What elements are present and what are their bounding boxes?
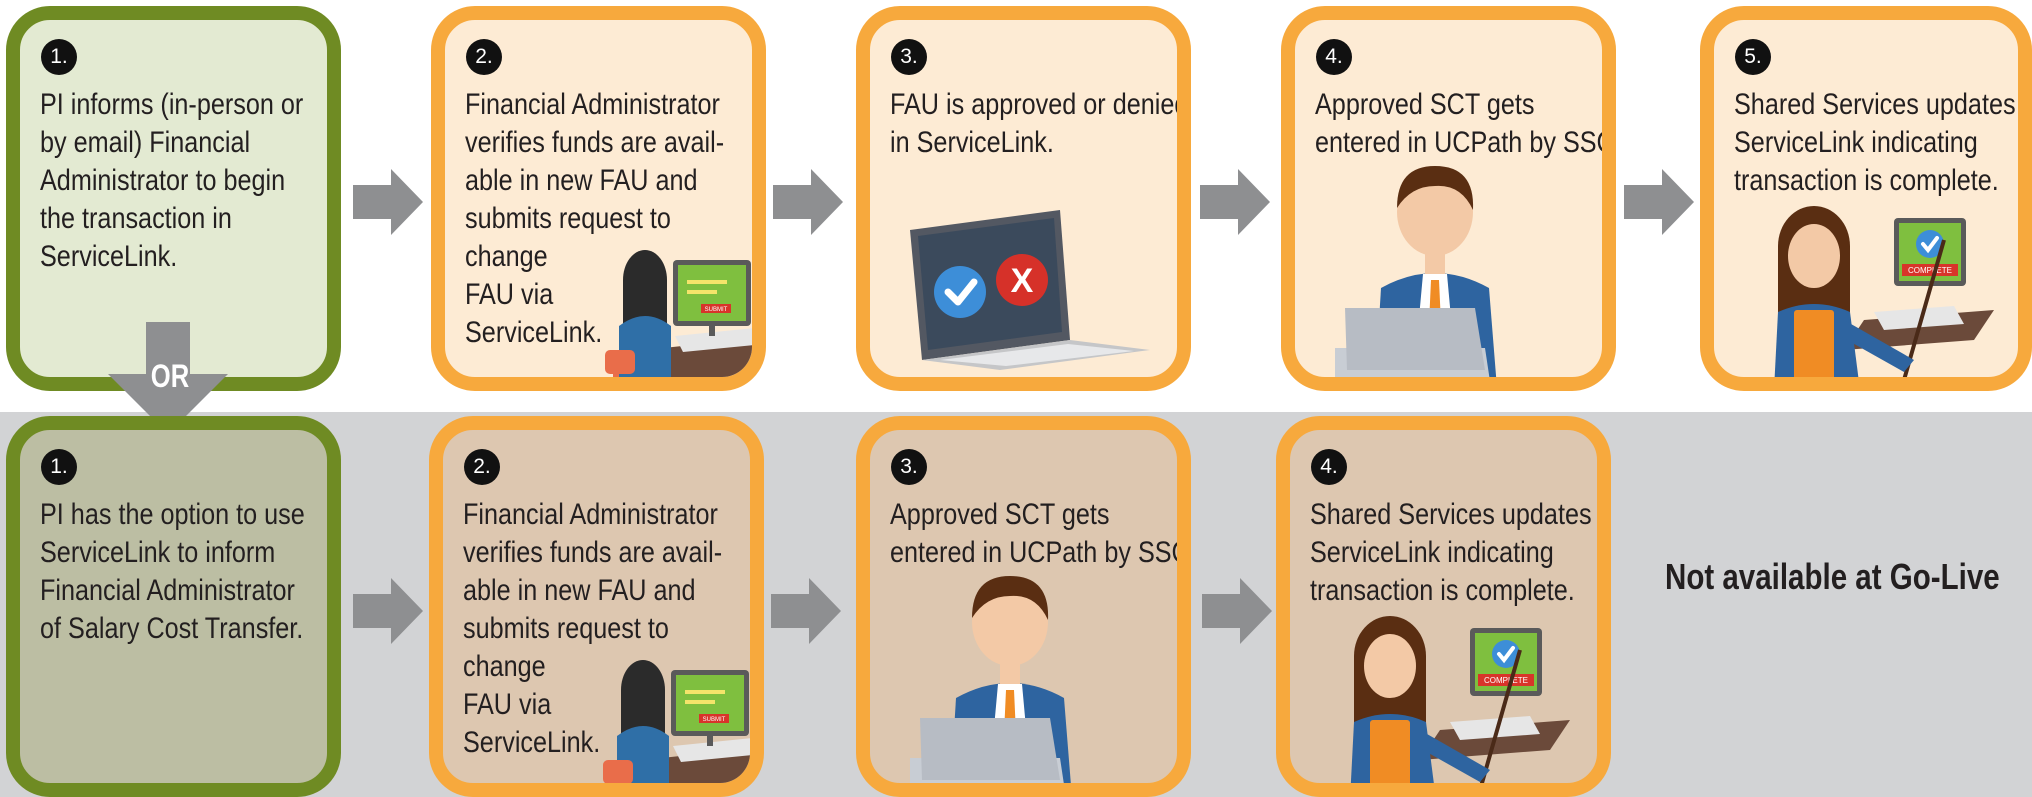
step-text: Financial Administrator verifies funds a… xyxy=(465,86,724,352)
step-number: 5. xyxy=(1735,39,1771,75)
right-arrow-icon xyxy=(773,169,843,235)
step-text: Shared Services updates ServiceLink indi… xyxy=(1734,86,2016,200)
text-line: Financial Administrator xyxy=(40,574,295,607)
text-line: Financial Administrator xyxy=(463,498,718,531)
step-text: PI has the option to use ServiceLink to … xyxy=(40,496,305,648)
right-arrow-icon xyxy=(1624,169,1694,235)
step-number: 3. xyxy=(891,449,927,485)
text-line: Shared Services updates xyxy=(1734,88,2016,121)
alt-step-1-card: 1. PI has the option to use ServiceLink … xyxy=(6,416,341,797)
text-line: ServiceLink indicating xyxy=(1310,536,1554,569)
alt-step-2-card: 2. Financial Administrator verifies fund… xyxy=(429,416,764,797)
woman-with-pointer-icon: COMPLETE xyxy=(1774,206,1994,377)
text-line: change xyxy=(463,650,546,683)
submit-screen-label: SUBMIT xyxy=(703,717,726,723)
step-3-card: 3. FAU is approved or denied in ServiceL… xyxy=(856,6,1191,391)
text-line: FAU via xyxy=(463,688,552,721)
right-arrow-icon xyxy=(771,578,841,644)
step-text: FAU is approved or denied in ServiceLink… xyxy=(890,86,1189,162)
right-arrow-icon xyxy=(1202,578,1272,644)
text-line: verifies funds are avail- xyxy=(465,126,725,159)
text-line: able in new FAU and xyxy=(463,574,696,607)
submit-screen-label: SUBMIT xyxy=(705,307,728,313)
text-line: FAU is approved or denied xyxy=(890,88,1189,121)
alt-step-3-card: 3. Approved SCT gets entered in UCPath b… xyxy=(856,416,1191,797)
text-line: ServiceLink to inform xyxy=(40,536,276,569)
laptop-approve-deny-icon: X xyxy=(910,210,1150,370)
man-at-laptop-icon xyxy=(910,576,1071,783)
text-line: entered in UCPath by SSC. xyxy=(890,536,1191,569)
complete-screen-label: COMPLETE xyxy=(1484,676,1528,685)
alt-step-4-card: 4. Shared Services updates ServiceLink i… xyxy=(1276,416,1611,797)
step-text: PI informs (in-person or by email) Finan… xyxy=(40,86,303,276)
step-number: 2. xyxy=(464,449,500,485)
step-number: 2. xyxy=(466,39,502,75)
step-4-card: 4. Approved SCT gets entered in UCPath b… xyxy=(1281,6,1616,391)
step-text: Approved SCT gets entered in UCPath by S… xyxy=(890,496,1191,572)
text-line: entered in UCPath by SSC. xyxy=(1315,126,1616,159)
text-line: the transaction in xyxy=(40,202,232,235)
right-arrow-icon xyxy=(353,169,423,235)
step-number: 4. xyxy=(1316,39,1352,75)
step-1-card: 1. PI informs (in-person or by email) Fi… xyxy=(6,6,341,391)
down-arrow-icon xyxy=(108,322,228,434)
text-line: transaction is complete. xyxy=(1734,164,1999,197)
text-line: PI informs (in-person or xyxy=(40,88,304,121)
step-text: Approved SCT gets entered in UCPath by S… xyxy=(1315,86,1616,162)
text-line: verifies funds are avail- xyxy=(463,536,723,569)
text-line: ServiceLink indicating xyxy=(1734,126,1978,159)
svg-text:X: X xyxy=(1011,262,1034,300)
right-arrow-icon xyxy=(1200,169,1270,235)
text-line: change xyxy=(465,240,548,273)
text-line: FAU via xyxy=(465,278,554,311)
text-line: Approved SCT gets xyxy=(1315,88,1535,121)
step-2-card: 2. Financial Administrator verifies fund… xyxy=(431,6,766,391)
woman-at-computer-icon: SUBMIT xyxy=(603,660,750,783)
step-number: 4. xyxy=(1311,449,1347,485)
text-line: Administrator to begin xyxy=(40,164,286,197)
text-line: of Salary Cost Transfer. xyxy=(40,612,304,645)
text-line: PI has the option to use xyxy=(40,498,305,531)
step-5-card: 5. Shared Services updates ServiceLink i… xyxy=(1700,6,2032,391)
complete-screen-label: COMPLETE xyxy=(1908,266,1952,275)
step-text: Financial Administrator verifies funds a… xyxy=(463,496,722,762)
text-line: ServiceLink. xyxy=(465,316,603,349)
text-line: submits request to xyxy=(463,612,669,645)
text-line: able in new FAU and xyxy=(465,164,698,197)
text-line: transaction is complete. xyxy=(1310,574,1575,607)
or-label: OR xyxy=(150,358,190,394)
text-line: submits request to xyxy=(465,202,671,235)
text-line: in ServiceLink. xyxy=(890,126,1054,159)
step-number: 1. xyxy=(41,39,77,75)
text-line: ServiceLink. xyxy=(40,240,178,273)
text-line: ServiceLink. xyxy=(463,726,601,759)
woman-with-pointer-icon: COMPLETE xyxy=(1350,616,1570,783)
text-line: Approved SCT gets xyxy=(890,498,1110,531)
step-text: Shared Services updates ServiceLink indi… xyxy=(1310,496,1592,610)
step-number: 3. xyxy=(891,39,927,75)
man-at-laptop-icon xyxy=(1335,166,1497,377)
text-line: by email) Financial xyxy=(40,126,251,159)
step-number: 1. xyxy=(41,449,77,485)
right-arrow-icon xyxy=(353,578,423,644)
text-line: Shared Services updates xyxy=(1310,498,1592,531)
woman-at-computer-icon: SUBMIT xyxy=(605,250,752,377)
not-available-note: Not available at Go-Live xyxy=(1665,556,2000,597)
text-line: Financial Administrator xyxy=(465,88,720,121)
